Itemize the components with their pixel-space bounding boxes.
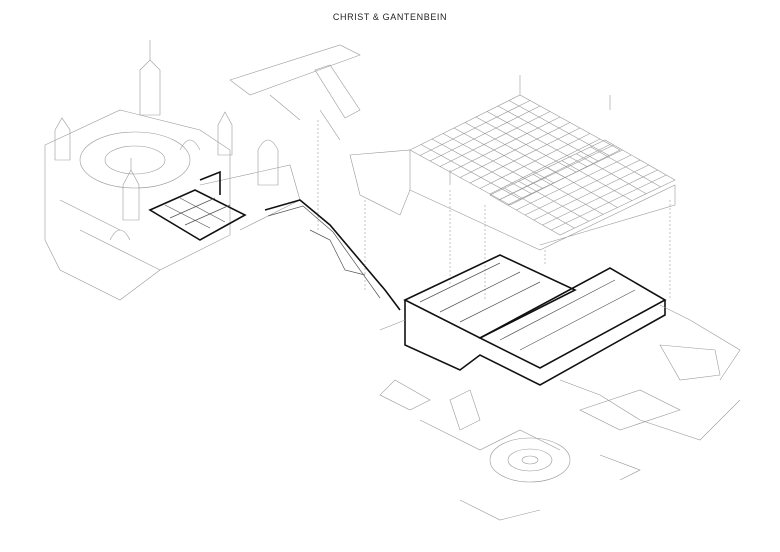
roof-grid-line <box>497 105 599 162</box>
roof-grid-line <box>475 116 577 173</box>
exhibition-halls <box>379 254 741 386</box>
exploded-roof-grid <box>349 75 676 251</box>
roof-grid-line <box>561 160 633 201</box>
plaza-and-fountain <box>379 379 741 521</box>
drawing-title: CHRIST & GANTENBEIN <box>332 12 448 22</box>
roof-grid-line <box>590 146 661 188</box>
connector-passage <box>229 44 401 311</box>
roof-grid-line <box>469 127 581 184</box>
roof-grid-line <box>459 122 571 178</box>
roof-grid-line <box>524 159 641 216</box>
palace-floorplan-highlight <box>148 170 247 241</box>
projection-lines <box>317 120 671 300</box>
roof-grid-line <box>551 174 667 231</box>
roof-grid-line <box>542 169 658 226</box>
roof-grid-line <box>576 153 647 195</box>
roof-grid-line <box>486 111 588 167</box>
palace-building <box>44 40 301 301</box>
roof-grid-line <box>508 100 610 156</box>
roof-grid-line <box>489 138 601 195</box>
roof-grid-line <box>533 164 649 221</box>
roof-grid-line <box>479 133 591 189</box>
